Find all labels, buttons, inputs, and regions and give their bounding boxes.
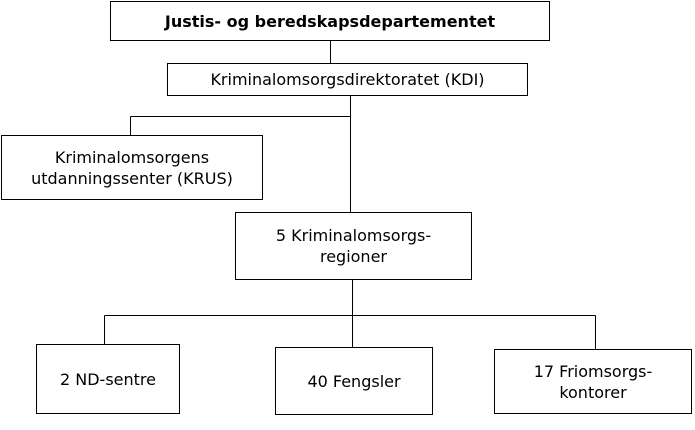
prisons-box: 40 Fengsler: [275, 347, 433, 415]
probation-label: 17 Friomsorgs- kontorer: [533, 361, 653, 402]
probation-box: 17 Friomsorgs- kontorer: [494, 349, 692, 414]
ministry-label: Justis- og beredskapsdepartementet: [164, 11, 496, 31]
prisons-label: 40 Fengsler: [307, 371, 401, 391]
krus-label: Kriminalomsorgens utdanningssenter (KRUS…: [31, 147, 233, 188]
regions-label: 5 Kriminalomsorgs- regioner: [275, 226, 432, 266]
directorate-label: Kriminalomsorgsdirektoratet (KDI): [210, 70, 485, 89]
ministry-box: Justis- og beredskapsdepartementet: [110, 1, 550, 41]
krus-box: Kriminalomsorgens utdanningssenter (KRUS…: [1, 135, 263, 200]
regions-box: 5 Kriminalomsorgs- regioner: [235, 212, 472, 280]
directorate-box: Kriminalomsorgsdirektoratet (KDI): [167, 63, 528, 96]
nd-centres-label: 2 ND-sentre: [60, 369, 156, 389]
nd-centres-box: 2 ND-sentre: [36, 344, 180, 414]
